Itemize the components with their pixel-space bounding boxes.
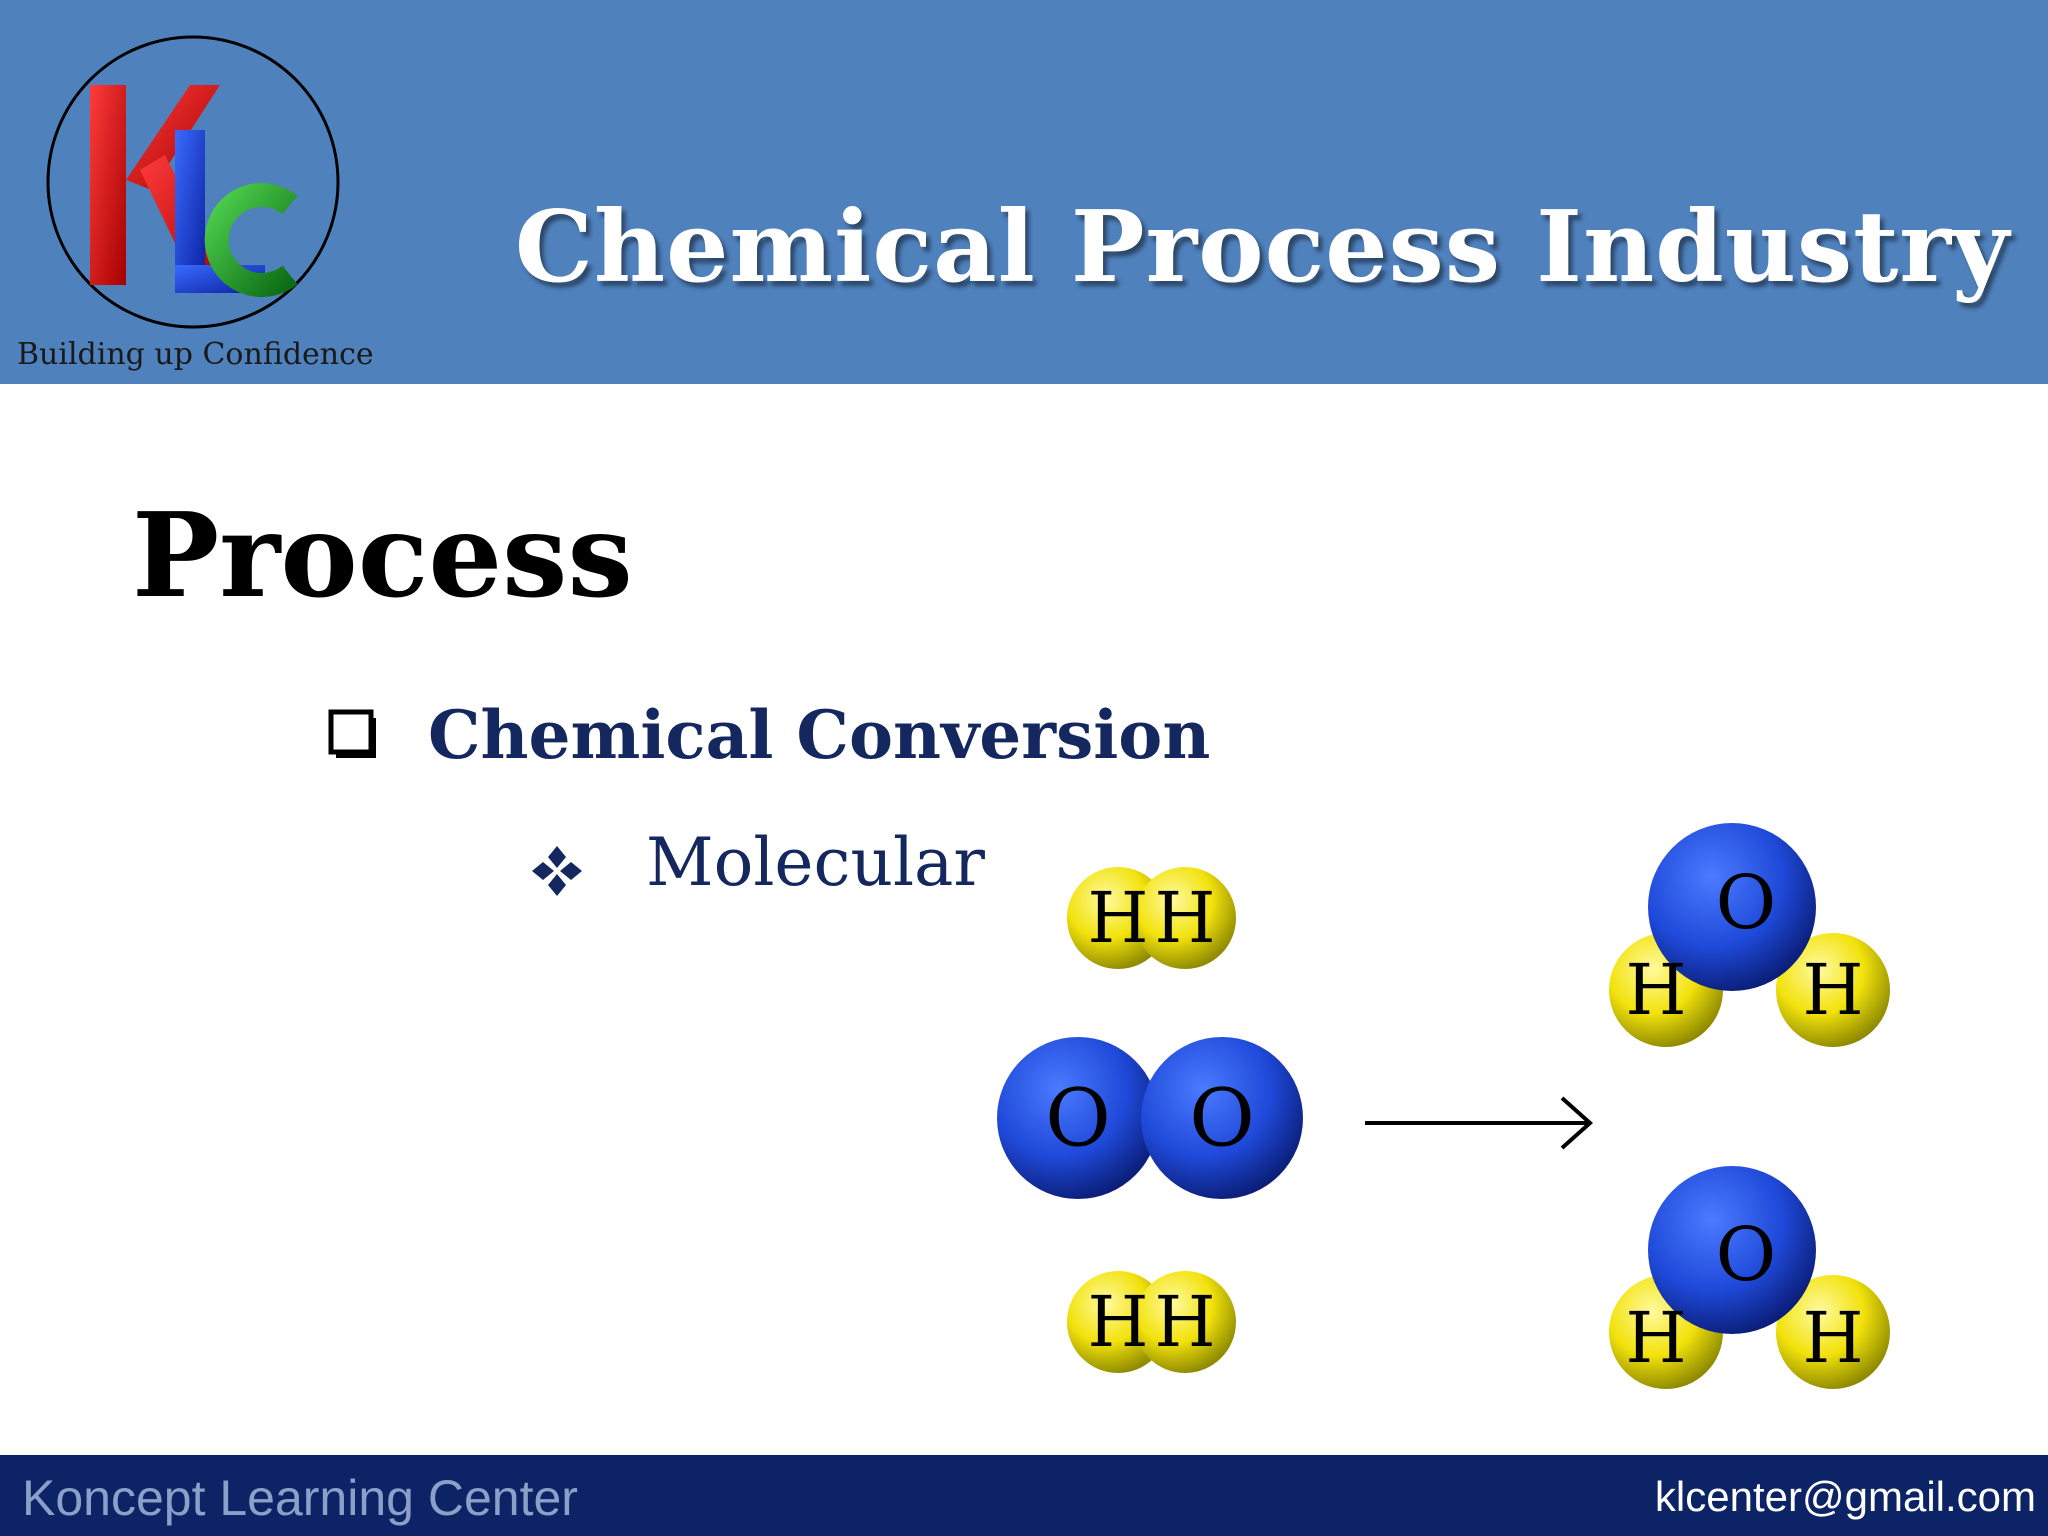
bullet-text: Molecular xyxy=(646,824,985,901)
footer-bar: Koncept Learning Center klcenter@gmail.c… xyxy=(0,1455,2048,1536)
square-outline-icon xyxy=(328,709,376,758)
atom-label: O xyxy=(1716,860,1777,946)
reaction-arrow-icon xyxy=(1365,1096,1594,1150)
atom-label: H xyxy=(1087,877,1148,959)
atom-label: O xyxy=(1045,1072,1111,1165)
atom-label: H xyxy=(1625,949,1686,1031)
atom-label: O xyxy=(1716,1212,1777,1298)
oxygen-atom xyxy=(997,1037,1159,1199)
atom-label: H xyxy=(1154,877,1215,959)
hydrogen-atom xyxy=(1776,1275,1890,1389)
water-molecule: O H H xyxy=(1609,823,1890,1047)
oxygen-atom xyxy=(1141,1037,1303,1199)
slide-title: Process xyxy=(132,488,633,624)
oxygen-atom xyxy=(1648,823,1816,991)
bullet-text: Chemical Conversion xyxy=(428,696,1211,774)
atom-label: H xyxy=(1802,949,1863,1031)
atom-label: H xyxy=(1154,1281,1215,1363)
header-bar: Building up Confidence Chemical Process … xyxy=(0,0,2048,384)
logo-tagline: Building up Confidence xyxy=(17,337,374,372)
atom-label: O xyxy=(1189,1072,1255,1165)
atom-label: H xyxy=(1625,1297,1686,1379)
hydrogen-atom xyxy=(1134,867,1236,969)
hydrogen-molecule: H H xyxy=(1067,867,1236,969)
hydrogen-atom xyxy=(1776,933,1890,1047)
reaction-diagram: H H O O H H O H H O H H xyxy=(997,823,1890,1389)
four-diamond-icon xyxy=(532,846,582,896)
logo: Building up Confidence xyxy=(0,0,380,384)
water-molecule: O H H xyxy=(1609,1166,1890,1389)
hydrogen-atom xyxy=(1134,1271,1236,1373)
page-title: Chemical Process Industry xyxy=(514,190,2010,305)
atom-label: H xyxy=(1087,1281,1148,1363)
klc-logo-icon xyxy=(46,35,340,329)
footer-organization: Koncept Learning Center xyxy=(22,1470,578,1526)
atom-label: H xyxy=(1802,1297,1863,1379)
oxygen-atom xyxy=(1648,1166,1816,1334)
footer-email: klcenter@gmail.com xyxy=(1654,1473,2036,1520)
hydrogen-molecule: H H xyxy=(1067,1271,1236,1373)
oxygen-molecule: O O xyxy=(997,1037,1303,1199)
